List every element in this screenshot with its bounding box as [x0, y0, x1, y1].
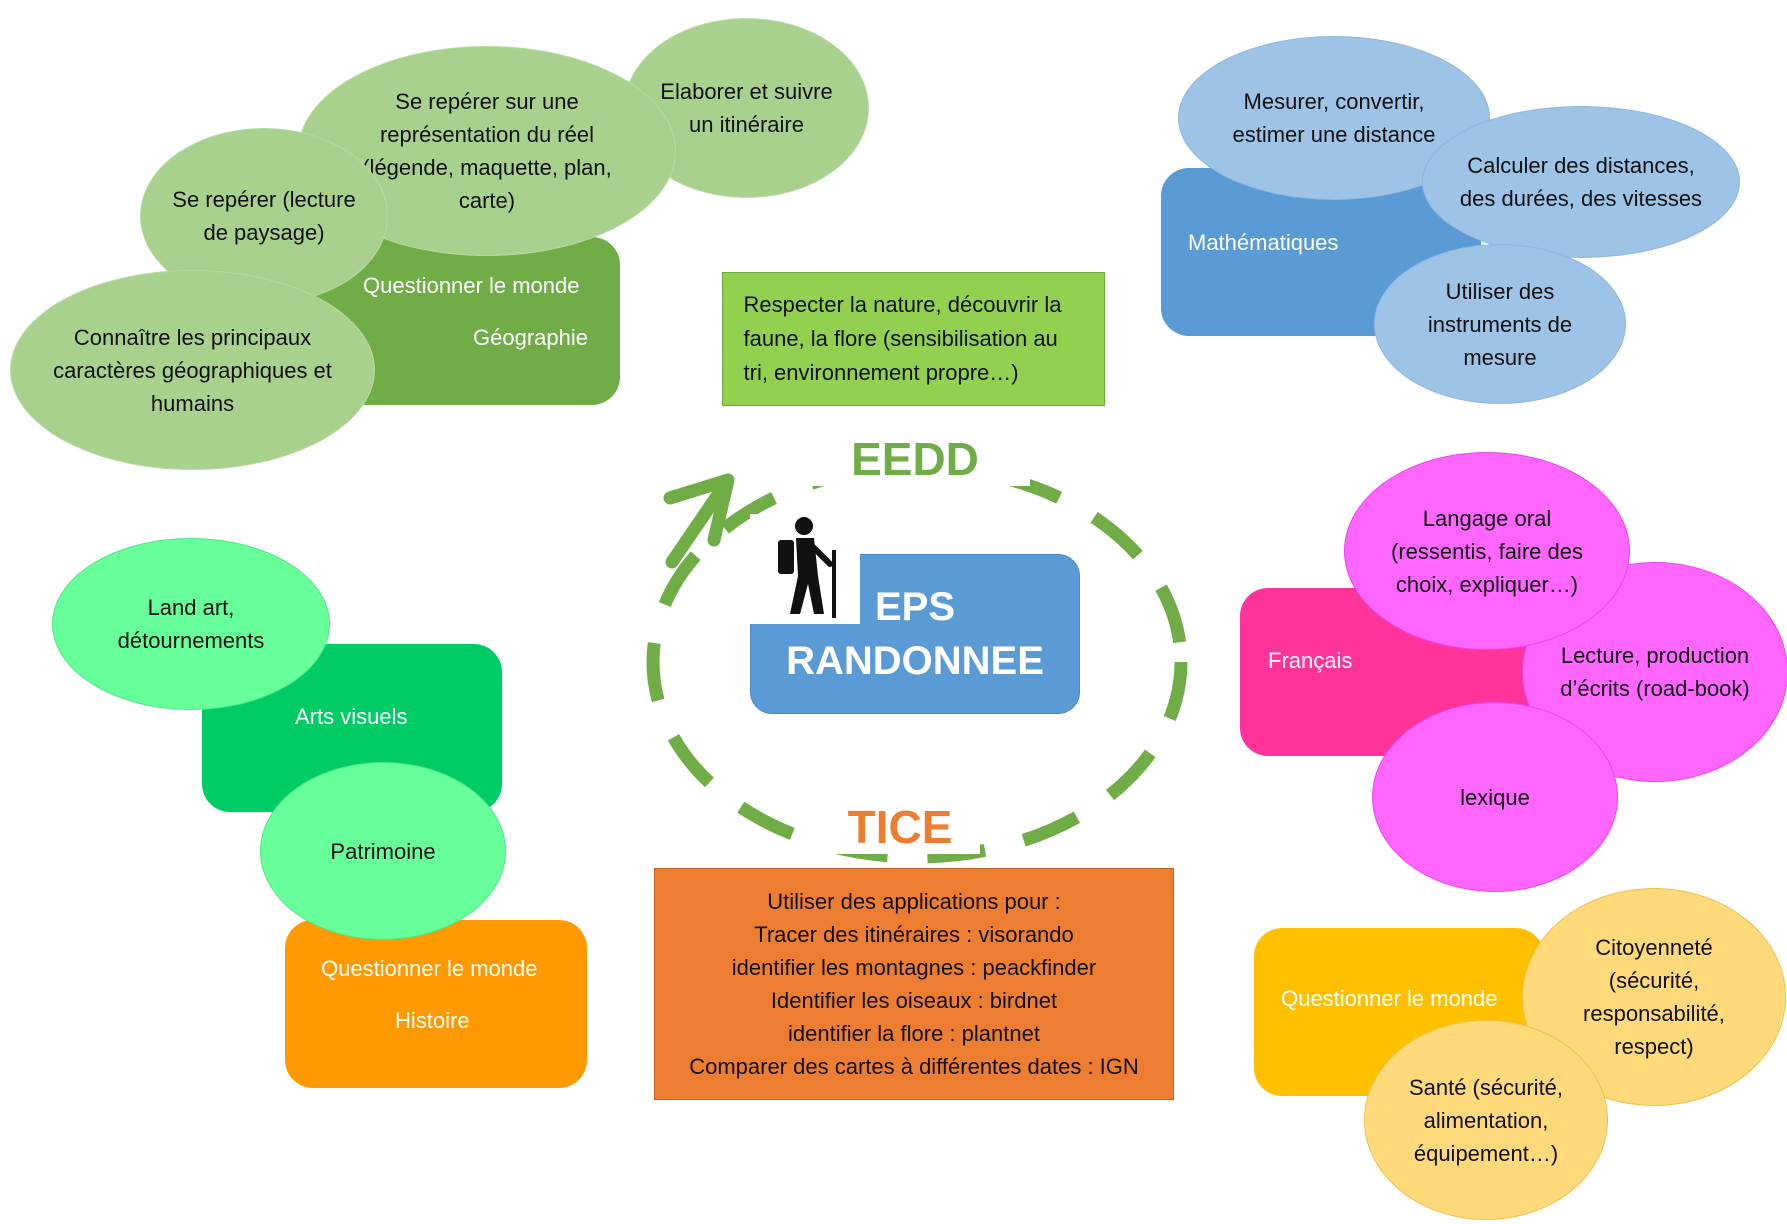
hiker-icon [750, 514, 860, 624]
history-subject-label: Questionner le monde [321, 956, 538, 981]
cycle-arrow-icon [663, 473, 735, 569]
tice-line: Identifier les oiseaux : birdnet [770, 988, 1058, 1013]
geography-bubble-caracteres: Connaître les principaux caractères géog… [10, 270, 375, 470]
tice-line: Comparer des cartes à différentes dates … [689, 1054, 1139, 1079]
civics-bubble-sante: Santé (sécurité, alimentation, équipemen… [1364, 1020, 1608, 1220]
french-bubble-lexique: lexique [1372, 702, 1618, 892]
tice-line: Utiliser des applications pour : [767, 889, 1061, 914]
civics-subject-label: Questionner le monde [1281, 986, 1498, 1011]
center-box: EPS RANDONNEE [750, 554, 1080, 714]
center-title-line1: EPS [874, 585, 956, 629]
history-subject-sublabel: Histoire [395, 1008, 470, 1033]
arts-bubble-landart: Land art, détournements [52, 538, 330, 710]
cycle-label-tice: TICE [820, 800, 980, 854]
civics-bubble-citoyennete: Citoyenneté (sécurité, responsabilité, r… [1522, 888, 1786, 1106]
arts-subject-label: Arts visuels [295, 704, 408, 729]
center-title-line2: RANDONNEE [786, 639, 1044, 683]
maths-subject-label: Mathématiques [1188, 230, 1339, 255]
history-subject-box: Questionner le monde Histoire [285, 920, 587, 1088]
tice-line: identifier la flore : plantnet [788, 1021, 1040, 1046]
arts-bubble-patrimoine: Patrimoine [260, 762, 506, 940]
tice-line: Tracer des itinéraires : visorando [754, 922, 1074, 947]
french-subject-label: Français [1268, 648, 1353, 673]
french-bubble-oral: Langage oral (ressentis, faire des choix… [1344, 452, 1630, 650]
geography-subject-sublabel: Géographie [473, 325, 588, 350]
tice-box: Utiliser des applications pour : Tracer … [654, 868, 1174, 1100]
maths-bubble-vitesses: Calculer des distances, des durées, des … [1422, 106, 1740, 258]
eedd-box: Respecter la nature, découvrir la faune,… [722, 272, 1105, 406]
tice-line: identifier les montagnes : peackfinder [731, 955, 1097, 980]
geography-subject-label: Questionner le monde [363, 273, 580, 298]
maths-bubble-instruments: Utiliser des instruments de mesure [1374, 244, 1626, 404]
cycle-label-eedd: EEDD [800, 432, 1030, 486]
